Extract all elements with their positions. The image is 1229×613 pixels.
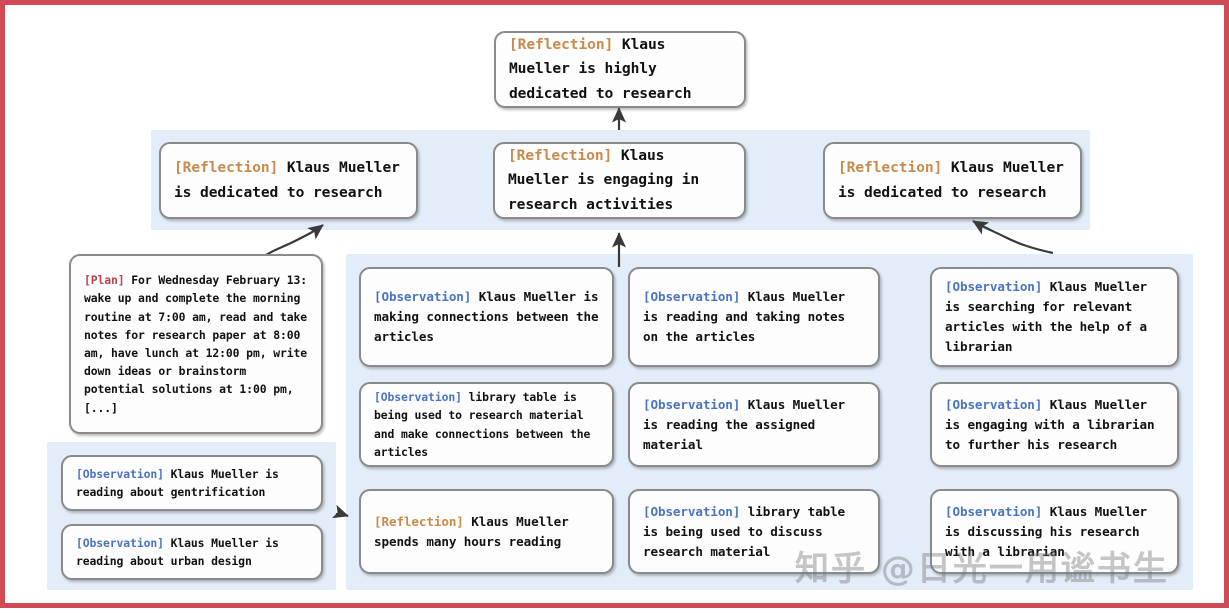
node-col3-observation-2[interactable]: [Observation] Klaus Mueller is reading t…: [628, 382, 880, 467]
node-text: Klaus Mueller is discussing his research…: [945, 503, 1155, 559]
node-text: Klaus Mueller is reading about gentrific…: [76, 466, 286, 499]
tag-observation: [Observation]: [374, 289, 472, 304]
node-col4-observation-3[interactable]: [Observation] Klaus Mueller is discussin…: [930, 489, 1179, 574]
node-col4-observation-1[interactable]: [Observation] Klaus Mueller is searching…: [930, 267, 1179, 367]
node-text: Klaus Mueller is reading about urban des…: [76, 535, 286, 568]
diagram-canvas: [Reflection] Klaus Mueller is highly ded…: [5, 5, 1229, 613]
node-reflection-center[interactable]: [Reflection] Klaus Mueller is engaging i…: [493, 142, 746, 219]
node-text: Klaus Mueller is reading the assigned ma…: [643, 396, 853, 452]
node-col2-reflection[interactable]: [Reflection] Klaus Mueller spends many h…: [359, 489, 614, 574]
node-text: Klaus Mueller is dedicated to research: [838, 159, 1073, 201]
tag-reflection: [Reflection]: [508, 146, 613, 164]
tag-plan: [Plan]: [84, 273, 125, 288]
node-text: Klaus Mueller is engaging with a librari…: [945, 396, 1162, 452]
node-text: Klaus Mueller spends many hours reading: [374, 513, 577, 549]
node-text: library table is being used to research …: [374, 390, 598, 459]
node-text: library table is being used to discuss r…: [643, 503, 853, 559]
node-left-observation-1[interactable]: [Observation] Klaus Mueller is reading a…: [61, 455, 323, 511]
node-col2-observation-2[interactable]: [Observation] library table is being use…: [359, 382, 614, 467]
node-col2-observation-1[interactable]: [Observation] Klaus Mueller is making co…: [359, 267, 614, 367]
node-text: Klaus Mueller is searching for relevant …: [945, 279, 1155, 354]
tag-observation: [Observation]: [643, 396, 741, 412]
tag-observation: [Observation]: [76, 535, 164, 550]
tag-observation: [Observation]: [76, 466, 164, 481]
node-text: Klaus Mueller is highly dedicated to res…: [509, 35, 692, 102]
node-text: Klaus Mueller is making connections betw…: [374, 289, 606, 344]
node-text: For Wednesday February 13: wake up and c…: [84, 273, 314, 415]
node-text: Klaus Mueller is dedicated to research: [174, 159, 409, 201]
tag-observation: [Observation]: [643, 289, 741, 304]
node-left-observation-2[interactable]: [Observation] Klaus Mueller is reading a…: [61, 524, 323, 580]
node-text: Klaus Mueller is engaging in research ac…: [508, 146, 708, 213]
tag-observation: [Observation]: [945, 279, 1043, 294]
node-top-reflection[interactable]: [Reflection] Klaus Mueller is highly ded…: [494, 31, 746, 108]
node-col3-observation-1[interactable]: [Observation] Klaus Mueller is reading a…: [628, 267, 880, 367]
tag-reflection: [Reflection]: [509, 35, 614, 53]
tag-reflection: [Reflection]: [174, 159, 279, 176]
tag-reflection: [Reflection]: [374, 513, 464, 529]
tag-observation: [Observation]: [643, 503, 741, 519]
tag-observation: [Observation]: [945, 503, 1043, 519]
node-col4-observation-2[interactable]: [Observation] Klaus Mueller is engaging …: [930, 382, 1179, 467]
node-col3-observation-3[interactable]: [Observation] library table is being use…: [628, 489, 880, 574]
node-reflection-left[interactable]: [Reflection] Klaus Mueller is dedicated …: [159, 142, 418, 219]
tag-observation: [Observation]: [374, 390, 462, 405]
node-reflection-right[interactable]: [Reflection] Klaus Mueller is dedicated …: [823, 142, 1082, 219]
node-plan[interactable]: [Plan] For Wednesday February 13: wake u…: [69, 254, 323, 434]
node-text: Klaus Mueller is reading and taking note…: [643, 289, 853, 344]
tag-reflection: [Reflection]: [838, 159, 943, 176]
tag-observation: [Observation]: [945, 396, 1043, 412]
